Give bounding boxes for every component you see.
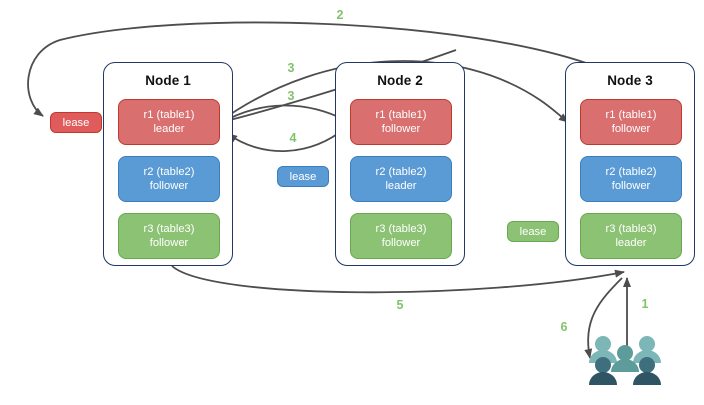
node-3-replica-r1-role: follower	[611, 123, 651, 135]
step-label-5: 5	[396, 298, 404, 312]
node-2-replica-r2-role: leader	[385, 180, 417, 192]
node-3-replica-r3-name: r3 (table3)	[605, 223, 657, 235]
lease-badge-table1[interactable]: lease	[50, 112, 102, 133]
node-3-container[interactable]: Node 3 r1 (table1) follower r2 (table2) …	[565, 62, 695, 266]
node-1-replica-r1-role: leader	[153, 123, 185, 135]
arrow-step-3-lower	[218, 104, 346, 125]
node-3-title: Node 3	[607, 73, 653, 88]
step-label-1: 1	[641, 297, 649, 311]
users-icon	[589, 336, 661, 385]
node-2-title: Node 2	[377, 73, 423, 88]
lease-badge-table2[interactable]: lease	[277, 166, 329, 187]
arrow-step-5	[171, 265, 625, 294]
node-1-replica-r2-role: follower	[149, 180, 189, 192]
step-label-3b: 3	[287, 89, 295, 103]
node-1-replica-r3-name: r3 (table3)	[143, 223, 195, 235]
lease-badge-table3-label: lease	[519, 225, 547, 238]
node-3-replica-r2[interactable]: r2 (table2) follower	[580, 156, 682, 202]
node-2-replica-r1[interactable]: r1 (table1) follower	[350, 99, 452, 145]
node-1-container[interactable]: Node 1 r1 (table1) leader r2 (table2) fo…	[103, 62, 233, 266]
node-1-replica-r3[interactable]: r3 (table3) follower	[118, 213, 220, 259]
node-3-replica-r3-role: leader	[615, 237, 647, 249]
node-2-replica-r1-name: r1 (table1)	[375, 109, 427, 121]
lease-badge-table1-label: lease	[62, 116, 90, 129]
node-1-replica-r2[interactable]: r2 (table2) follower	[118, 156, 220, 202]
node-2-replica-r3-name: r3 (table3)	[375, 223, 427, 235]
step-label-4: 4	[289, 131, 297, 145]
step-label-3a: 3	[287, 61, 295, 75]
node-2-container[interactable]: Node 2 r1 (table1) follower r2 (table2) …	[335, 62, 465, 266]
node-1-replica-r1[interactable]: r1 (table1) leader	[118, 99, 220, 145]
node-1-replica-r3-role: follower	[149, 237, 189, 249]
node-3-replica-r2-name: r2 (table2)	[605, 166, 657, 178]
lease-badge-table3[interactable]: lease	[507, 221, 559, 242]
node-1-title: Node 1	[145, 73, 191, 88]
step-label-2: 2	[336, 8, 344, 22]
node-3-replica-r1[interactable]: r1 (table1) follower	[580, 99, 682, 145]
lease-badge-table2-label: lease	[289, 170, 317, 183]
node-2-replica-r3-role: follower	[381, 237, 421, 249]
node-2-replica-r1-role: follower	[381, 123, 421, 135]
node-3-replica-r3[interactable]: r3 (table3) leader	[580, 213, 682, 259]
node-3-replica-r2-role: follower	[611, 180, 651, 192]
node-2-replica-r2[interactable]: r2 (table2) leader	[350, 156, 452, 202]
node-2-replica-r3[interactable]: r3 (table3) follower	[350, 213, 452, 259]
node-3-replica-r1-name: r1 (table1)	[605, 109, 657, 121]
step-label-6: 6	[560, 320, 568, 334]
node-1-replica-r1-name: r1 (table1)	[143, 109, 195, 121]
node-1-replica-r2-name: r2 (table2)	[143, 166, 195, 178]
node-2-replica-r2-name: r2 (table2)	[375, 166, 427, 178]
